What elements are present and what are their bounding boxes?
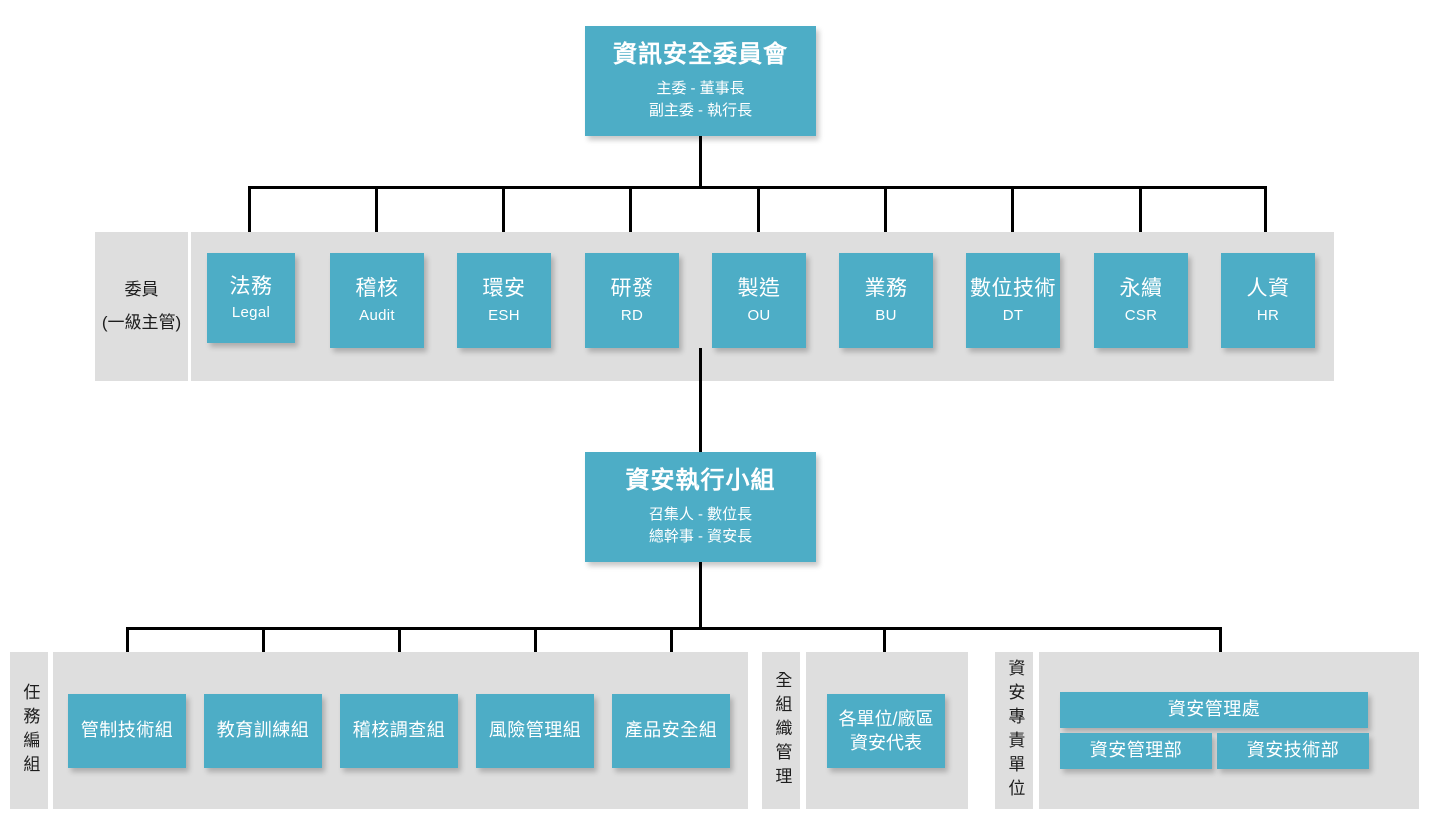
- node-label-cn: 法務: [229, 274, 273, 298]
- dedicated-unit-panel: [1039, 652, 1419, 809]
- committee-row-label: 委員 (一級主管): [95, 232, 188, 381]
- node-label-cn: 資安技術部: [1246, 740, 1340, 761]
- node-task-control-technology[interactable]: 管制技術組: [68, 694, 186, 768]
- node-title: 資安執行小組: [625, 467, 776, 495]
- node-label-en: HR: [1256, 306, 1280, 324]
- node-committee-csr[interactable]: 永續 CSR: [1094, 253, 1188, 348]
- connector-drop-rd: [629, 186, 632, 254]
- node-label-en: DT: [1002, 306, 1024, 324]
- node-committee-legal[interactable]: 法務 Legal: [207, 253, 295, 343]
- connector-drop-ou: [757, 186, 760, 254]
- node-label-en: BU: [875, 306, 897, 324]
- node-label-cn: 業務: [864, 277, 908, 301]
- node-subtitle-line-1: 主委 - 董事長: [656, 80, 745, 98]
- node-site-security-representative[interactable]: 各單位/廠區 資安代表: [827, 694, 945, 768]
- dedicated-unit-label-text: 資安專責單位: [1005, 658, 1025, 803]
- node-committee-ou[interactable]: 製造 OU: [712, 253, 806, 348]
- connector-drop-audit: [375, 186, 378, 254]
- node-label-cn: 稽核: [355, 277, 399, 301]
- connector-drop-bu: [884, 186, 887, 254]
- connector-middle-stem: [699, 562, 702, 628]
- connector-drop-dt: [1011, 186, 1014, 254]
- node-committee-dt[interactable]: 數位技術 DT: [966, 253, 1060, 348]
- node-subtitle-line-1: 召集人 - 數位長: [648, 506, 753, 524]
- node-committee-rd[interactable]: 研發 RD: [585, 253, 679, 348]
- node-subtitle-line-2: 總幹事 - 資安長: [648, 528, 753, 546]
- node-label-cn: 產品安全組: [624, 720, 718, 741]
- node-label-cn: 資安管理部: [1089, 740, 1183, 761]
- connector-drop-hr: [1264, 186, 1267, 254]
- node-label-cn: 稽核調查組: [352, 720, 446, 741]
- node-label-cn: 研發: [610, 277, 654, 301]
- node-label-cn: 管制技術組: [80, 720, 174, 741]
- node-label-line-1: 各單位/廠區: [838, 708, 934, 729]
- node-label-cn: 風險管理組: [488, 720, 582, 741]
- node-subtitle-line-2: 副主委 - 執行長: [648, 102, 753, 120]
- node-label-cn: 資安管理處: [1167, 699, 1261, 720]
- node-security-execution-team[interactable]: 資安執行小組 召集人 - 數位長 總幹事 - 資安長: [585, 452, 816, 562]
- node-security-technology-dept[interactable]: 資安技術部: [1217, 733, 1369, 769]
- node-label-en: OU: [747, 306, 771, 324]
- node-security-management-dept[interactable]: 資安管理部: [1060, 733, 1212, 769]
- node-label-en: ESH: [488, 306, 520, 324]
- node-information-security-committee[interactable]: 資訊安全委員會 主委 - 董事長 副主委 - 執行長: [585, 26, 816, 136]
- node-label-cn: 數位技術: [970, 277, 1056, 301]
- connector-committee-to-execution: [699, 348, 702, 452]
- node-task-audit-investigation[interactable]: 稽核調查組: [340, 694, 458, 768]
- node-committee-hr[interactable]: 人資 HR: [1221, 253, 1315, 348]
- dedicated-unit-label: 資安專責單位: [995, 652, 1033, 809]
- task-force-label-text: 任務編組: [20, 682, 40, 779]
- committee-row-label-line-2: (一級主管): [101, 312, 182, 332]
- connector-top-stem: [699, 136, 702, 188]
- node-subtitle: 主委 - 董事長 副主委 - 執行長: [649, 78, 752, 122]
- connector-drop-csr: [1139, 186, 1142, 254]
- node-task-product-security[interactable]: 產品安全組: [612, 694, 730, 768]
- node-title: 資訊安全委員會: [613, 41, 788, 69]
- node-label-en: CSR: [1124, 306, 1158, 324]
- connector-drop-legal: [248, 186, 251, 254]
- node-label-cn: 永續: [1119, 277, 1163, 301]
- node-label-cn: 製造: [737, 277, 781, 301]
- node-committee-audit[interactable]: 稽核 Audit: [330, 253, 424, 348]
- node-committee-bu[interactable]: 業務 BU: [839, 253, 933, 348]
- node-security-management-office[interactable]: 資安管理處: [1060, 692, 1368, 728]
- node-committee-esh[interactable]: 環安 ESH: [457, 253, 551, 348]
- org-wide-label-text: 全組織管理: [772, 670, 792, 791]
- node-label-line-2: 資安代表: [850, 733, 922, 753]
- node-label-cn: 環安: [482, 277, 526, 301]
- committee-row-label-line-1: 委員: [124, 280, 159, 300]
- node-label-cn: 教育訓練組: [216, 720, 310, 741]
- node-label-en: Legal: [231, 304, 271, 322]
- node-task-education-training[interactable]: 教育訓練組: [204, 694, 322, 768]
- node-label-en: RD: [620, 306, 644, 324]
- node-label-en: Audit: [359, 306, 395, 324]
- task-force-label: 任務編組: [10, 652, 48, 809]
- node-task-risk-management[interactable]: 風險管理組: [476, 694, 594, 768]
- node-subtitle: 召集人 - 數位長 總幹事 - 資安長: [649, 504, 752, 548]
- connector-drop-esh: [502, 186, 505, 254]
- node-label-cn: 人資: [1246, 277, 1290, 301]
- connector-bottom-bus: [126, 627, 1222, 630]
- org-wide-label: 全組織管理: [762, 652, 800, 809]
